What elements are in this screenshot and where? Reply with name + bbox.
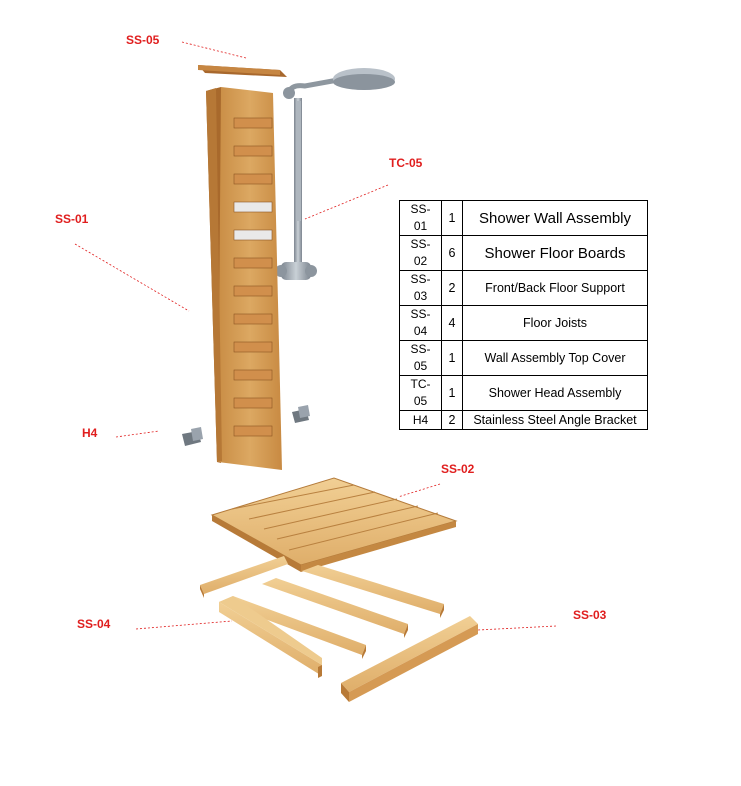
table-row: H4 2 Stainless Steel Angle Bracket (399, 410, 648, 430)
part-code: TC-05 (399, 375, 442, 411)
floor-support-part (341, 616, 478, 702)
table-row: SS-03 2 Front/Back Floor Support (399, 270, 648, 306)
angle-bracket-part (182, 405, 310, 446)
floor-boards-part (210, 477, 458, 572)
part-qty: 1 (441, 340, 463, 376)
callout-ss04: SS-04 (77, 617, 111, 631)
part-code: SS-04 (399, 305, 442, 341)
part-qty: 1 (441, 200, 463, 236)
part-qty: 2 (441, 270, 463, 306)
part-qty: 1 (441, 375, 463, 411)
callout-h4: H4 (82, 426, 98, 440)
part-description: Shower Wall Assembly (462, 200, 648, 236)
callout-tc05: TC-05 (389, 156, 423, 170)
part-qty: 4 (441, 305, 463, 341)
part-code: H4 (399, 410, 442, 430)
part-qty: 6 (441, 235, 463, 271)
part-description: Shower Floor Boards (462, 235, 648, 271)
part-code: SS-03 (399, 270, 442, 306)
top-cover-part (198, 65, 287, 77)
shower-head-part (275, 68, 395, 280)
part-description: Floor Joists (462, 305, 648, 341)
table-row: TC-05 1 Shower Head Assembly (399, 375, 648, 411)
leader-lines (74, 41, 557, 631)
callout-ss03: SS-03 (573, 608, 607, 622)
table-row: SS-02 6 Shower Floor Boards (399, 235, 648, 271)
table-row: SS-01 1 Shower Wall Assembly (399, 200, 648, 236)
table-row: SS-04 4 Floor Joists (399, 305, 648, 341)
part-code: SS-05 (399, 340, 442, 376)
part-description: Front/Back Floor Support (462, 270, 648, 306)
table-row: SS-05 1 Wall Assembly Top Cover (399, 340, 648, 376)
part-description: Wall Assembly Top Cover (462, 340, 648, 376)
wall-assembly-part (206, 87, 282, 470)
floor-joists-part (200, 556, 444, 678)
callout-ss01: SS-01 (55, 212, 89, 226)
callout-ss02: SS-02 (441, 462, 475, 476)
part-code: SS-01 (399, 200, 442, 236)
part-description: Stainless Steel Angle Bracket (462, 410, 648, 430)
parts-table: SS-01 1 Shower Wall Assembly SS-02 6 Sho… (399, 200, 648, 430)
part-qty: 2 (441, 410, 463, 430)
callout-ss05: SS-05 (126, 33, 160, 47)
part-description: Shower Head Assembly (462, 375, 648, 411)
part-code: SS-02 (399, 235, 442, 271)
